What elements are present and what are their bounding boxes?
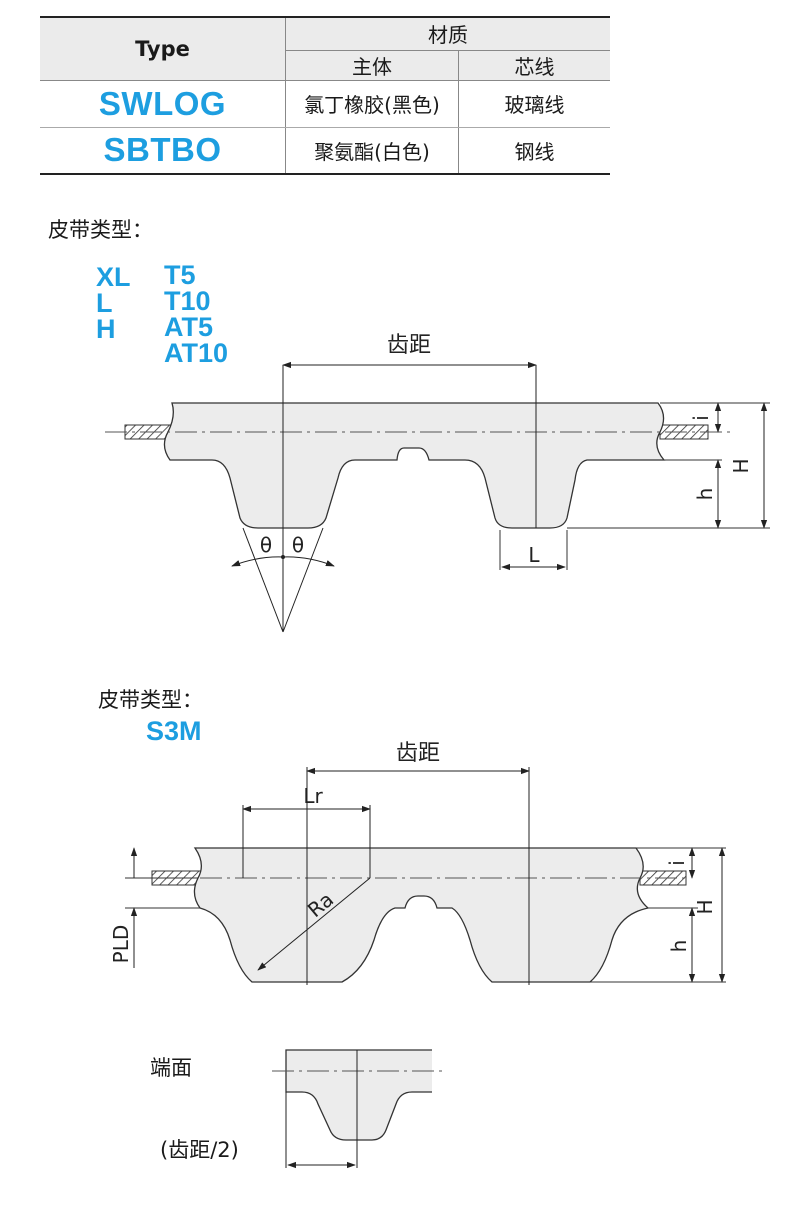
belt-type-t5: T5 [164,260,196,290]
belt-type-h: H [96,314,116,344]
body-material: 聚氨酯(白色) [285,127,459,175]
belt-type-xl: XL [96,262,131,292]
half-pitch-label: (齿距/2) [160,1138,239,1162]
type-code: SBTBO [40,127,286,175]
dim-h-label-2: h [667,940,691,953]
belt-type-at5: AT5 [164,312,214,342]
pitch-label: 齿距 [387,333,431,358]
core-material: 钢线 [458,127,610,175]
end-face-profile [285,1049,432,1141]
dim-H-label-2: H [693,899,717,914]
belt-type-at10: AT10 [164,338,229,368]
dim-L-label: L [528,543,540,567]
dim-PLD-label: PLD [109,925,133,964]
body-material: 氯丁橡胶(黑色) [285,80,459,128]
pitch-label-2: 齿距 [396,741,440,766]
material-header: 材质 [285,16,610,51]
theta-right-label: θ [292,533,304,557]
type-header: Type [40,16,286,81]
dim-h-label: h [693,488,717,501]
dim-i-label: i [689,415,713,421]
belt-type-l: L [96,288,113,318]
belt-body [163,402,666,529]
end-face-diagram [272,1049,442,1169]
belt-body-2b [193,847,650,983]
core-material: 玻璃线 [458,80,610,128]
dim-Ra [257,877,371,971]
tooth-flank-ext-left [242,527,284,633]
belt-type-label: 皮带类型： [48,218,153,242]
tooth-flank-ext-right [282,527,324,633]
type-code: SWLOG [40,80,286,128]
dim-H-label: H [729,458,753,473]
belt-types-col1: XL L H [96,262,131,344]
belt-type-t10: T10 [164,286,211,316]
dim-i-label-2: i [665,860,689,866]
table-row: SBTBO 聚氨酯(白色) 钢线 [40,127,610,175]
material-table: Type 材质 主体 芯线 SWLOG 氯丁橡胶(黑色) 玻璃线 SBTBO 聚… [40,16,610,175]
theta-left-label: θ [260,533,272,557]
core-header: 芯线 [458,50,610,81]
theta-arc-left [231,556,284,567]
belt-type-label-2: 皮带类型： [98,688,203,712]
belt-type-s3m: S3M [146,716,202,746]
belt-profile-diagram-1: 齿距 i h H L θ θ [105,333,770,633]
belt-profile-diagram-2: 齿距 Lr Ra PLD i h H [109,741,726,985]
theta-vertex [281,555,285,559]
dim-Lr-label: Lr [303,784,323,808]
belt-types-col2: T5 T10 AT5 AT10 [164,260,229,368]
table-row: SWLOG 氯丁橡胶(黑色) 玻璃线 [40,80,610,128]
body-header: 主体 [285,50,459,81]
theta-arc-right [282,556,335,567]
end-face-label: 端面 [150,1056,192,1080]
